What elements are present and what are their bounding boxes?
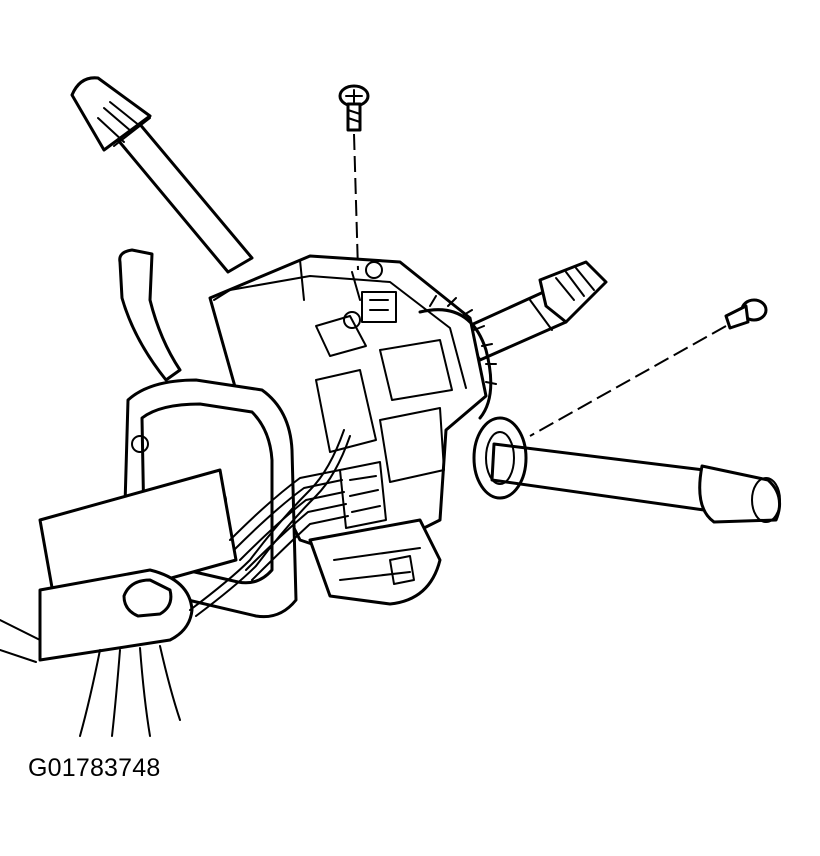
clockspring-ring (418, 295, 497, 420)
top-screw (338, 84, 370, 271)
lower-arm (0, 568, 194, 663)
upper-left-lever (70, 76, 254, 274)
figure-id-label: G01783748 (28, 754, 161, 782)
steering-shaft (458, 260, 608, 362)
right-lever (472, 416, 782, 524)
left-bracket (118, 248, 182, 382)
wiring-harness (79, 429, 351, 737)
lower-module (308, 518, 442, 606)
right-screw (529, 298, 768, 437)
